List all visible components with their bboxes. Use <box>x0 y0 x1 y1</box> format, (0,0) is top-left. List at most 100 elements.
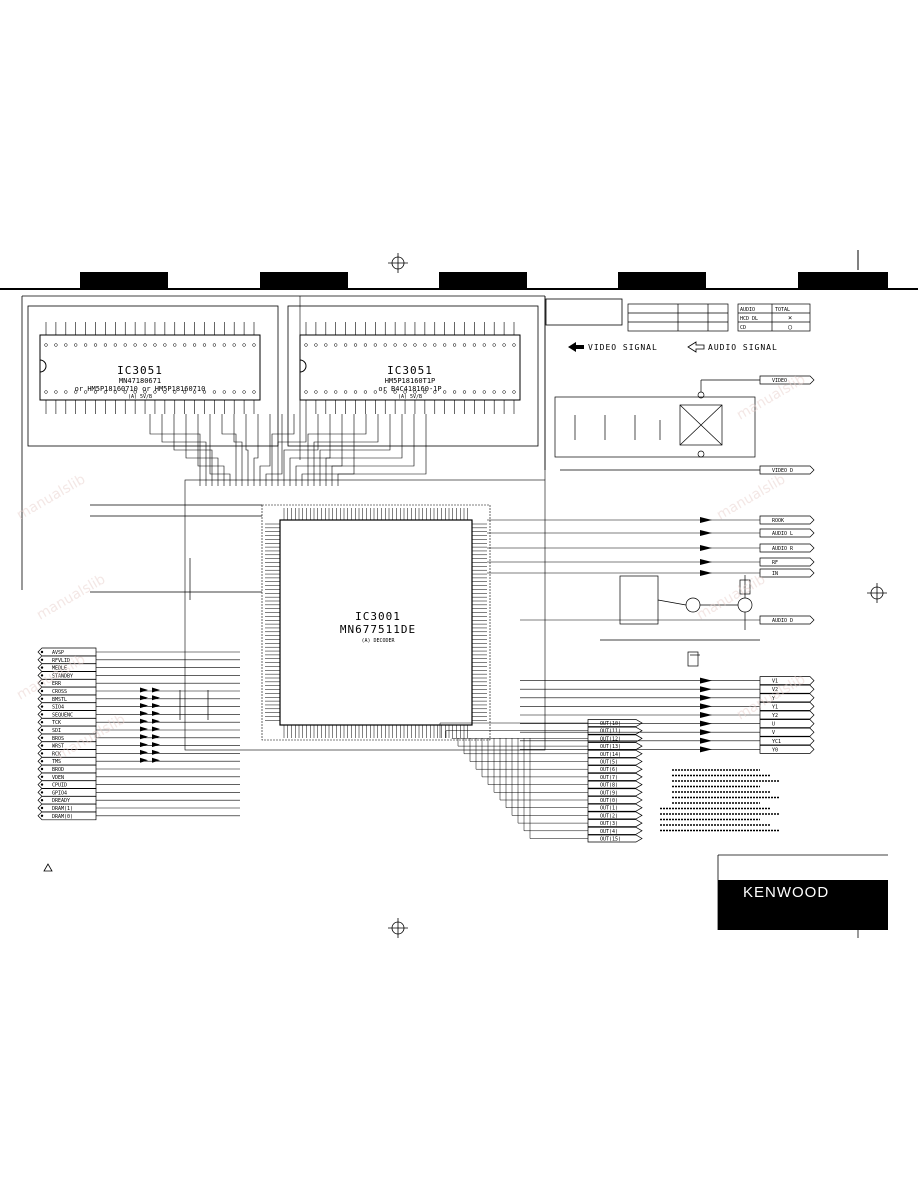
left-signal-err: ERR <box>37 678 240 688</box>
svg-text:BROS: BROS <box>52 736 64 742</box>
registration-mark-top <box>388 253 408 273</box>
svg-text:manualslib: manualslib <box>714 471 788 523</box>
svg-text:manualslib: manualslib <box>694 571 768 623</box>
out-lower-5: Y2 <box>520 710 815 720</box>
svg-text:OUT(11): OUT(11) <box>600 729 621 735</box>
svg-text:OUT(0): OUT(0) <box>600 798 618 804</box>
table-cell-1-1: × <box>788 314 792 322</box>
out-rook: ROOK <box>487 515 815 525</box>
table-cell-2-0: CD <box>740 325 746 331</box>
svg-text:TMS: TMS <box>52 759 61 765</box>
watermark-pattern: manualslib manualslib manualslib manualslib… <box>14 371 808 763</box>
svg-text:OUT(13): OUT(13) <box>600 744 621 750</box>
warning-triangle-icon <box>43 863 53 872</box>
svg-text:V1: V1 <box>772 679 778 685</box>
left-aux-circuit <box>90 504 262 720</box>
notes-block <box>660 769 780 832</box>
header-tab-4 <box>618 272 706 288</box>
ic-left-part: MN47180671 <box>119 377 161 385</box>
bus-out-5: OUT(5) <box>469 738 643 766</box>
bus-out-6: OUT(6) <box>475 738 643 773</box>
left-signal-bmstl: BMSTL <box>37 694 240 704</box>
svg-text:AUDIO D: AUDIO D <box>772 618 793 624</box>
bus-out-14: OUT(4) <box>523 738 643 835</box>
audio-signal-arrow-icon <box>687 341 705 353</box>
left-signal-dready: DREADY <box>37 795 240 805</box>
svg-text:SEQUENC: SEQUENC <box>52 712 73 718</box>
header-tab-3 <box>439 272 527 288</box>
svg-text:AVSP: AVSP <box>52 650 64 656</box>
bus-out-9: OUT(9) <box>493 738 643 796</box>
left-signal-dram0: DRAM(0) <box>37 811 240 821</box>
left-signal-cross: CROSS <box>37 686 240 696</box>
header-tab-5 <box>798 272 888 288</box>
svg-text:DREADY: DREADY <box>52 798 70 804</box>
left-signal-avsp: AVSP <box>37 647 240 657</box>
svg-text:YC1: YC1 <box>772 739 781 745</box>
bus-out-11: OUT(1) <box>505 738 643 812</box>
bus-out-10: OUT(0) <box>499 738 643 804</box>
out-rf: RF <box>487 557 815 567</box>
video-output-circuit <box>554 379 760 471</box>
brand-box <box>718 880 888 930</box>
svg-text:AUDIO L: AUDIO L <box>772 531 793 537</box>
left-signal-wrst: WRST <box>37 741 240 750</box>
svg-text:OUT(8): OUT(8) <box>600 783 618 789</box>
out-lower-4: Y1 <box>520 702 815 711</box>
ic-right-name: IC3051 <box>387 364 433 377</box>
bus-out-15: OUT(15) <box>529 738 643 843</box>
svg-text:ERR: ERR <box>52 681 62 687</box>
bus-out-8: OUT(8) <box>487 738 643 789</box>
bus-out-0: OUT(10) <box>439 719 643 738</box>
registration-mark-right <box>867 583 887 603</box>
svg-text:Y1: Y1 <box>772 704 778 710</box>
legend-audio-label: AUDIO SIGNAL <box>708 343 778 352</box>
out-audior: AUDIO R <box>487 543 815 553</box>
svg-text:manualslib: manualslib <box>14 471 88 523</box>
svg-text:VDEN: VDEN <box>52 775 64 781</box>
bus-out-12: OUT(2) <box>511 738 643 819</box>
svg-text:U: U <box>772 722 775 728</box>
svg-text:OUT(3): OUT(3) <box>600 821 618 827</box>
out-videod: VIDEO D <box>759 465 815 475</box>
svg-text:OUT(12): OUT(12) <box>600 736 621 742</box>
bus-out-4: OUT(14) <box>463 738 643 758</box>
svg-text:OUT(14): OUT(14) <box>600 752 621 758</box>
left-signal-cpuid: CPUID <box>37 780 240 789</box>
svg-text:CROSS: CROSS <box>52 689 67 695</box>
svg-text:CPUID: CPUID <box>52 783 67 789</box>
left-signal-tms: TMS <box>37 756 240 766</box>
left-signal-gpio4: GPIO4 <box>37 788 240 797</box>
ic-main-name: IC3001 <box>355 610 401 623</box>
out-in: IN <box>487 568 815 578</box>
left-signal-standby: STANDBY <box>37 671 240 680</box>
registration-mark-bottom <box>388 918 408 938</box>
ic-right-note: (A) 5V/B <box>398 394 422 400</box>
svg-text:DRAM(1): DRAM(1) <box>52 806 73 812</box>
svg-text:IN: IN <box>772 571 778 577</box>
out-lower-8: YC1 <box>520 736 815 746</box>
svg-text:VIDEO D: VIDEO D <box>772 468 793 474</box>
left-signal-rck: RCK <box>37 749 240 758</box>
svg-text:OUT(10): OUT(10) <box>600 721 621 727</box>
svg-text:DRAM(0): DRAM(0) <box>52 814 73 820</box>
svg-text:manualslib: manualslib <box>54 711 128 763</box>
spec-table-left <box>627 303 729 332</box>
svg-text:OUT(9): OUT(9) <box>600 790 618 796</box>
left-signal-brod: BROD <box>37 764 240 774</box>
svg-text:Y: Y <box>772 696 775 702</box>
svg-text:V: V <box>772 730 775 736</box>
ic-main-part: MN677511DE <box>340 623 416 636</box>
ic-main-note: (A) DECODER <box>361 638 395 644</box>
svg-text:OUT(5): OUT(5) <box>600 760 618 766</box>
ic-left-name: IC3051 <box>117 364 163 377</box>
bus-out-1: OUT(11) <box>445 726 643 738</box>
svg-text:OUT(2): OUT(2) <box>600 813 618 819</box>
svg-text:BROD: BROD <box>52 767 64 773</box>
out-lower-6: U <box>520 719 815 728</box>
left-signal-rfvlid: RFVLID <box>37 655 240 665</box>
svg-text:STANDBY: STANDBY <box>52 673 73 679</box>
video-signal-arrow-icon <box>568 342 584 352</box>
svg-text:manualslib: manualslib <box>34 571 108 623</box>
left-signal-vden: VDEN <box>37 772 240 782</box>
